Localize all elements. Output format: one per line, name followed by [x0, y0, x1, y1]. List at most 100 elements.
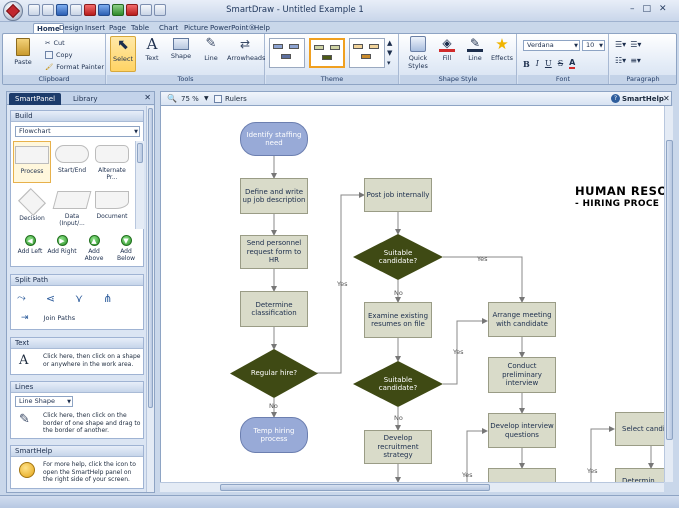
- tab-powerpoint[interactable]: PowerPoint®: [210, 24, 256, 32]
- smarthelp-button[interactable]: SmartHelp: [622, 95, 664, 103]
- maximize-button[interactable]: □: [642, 4, 652, 14]
- save-icon[interactable]: [56, 4, 68, 16]
- panel-scrollbar[interactable]: [146, 106, 154, 492]
- underline-button[interactable]: U: [544, 59, 552, 68]
- diagram-title[interactable]: HUMAN RESO: [575, 184, 664, 198]
- tab-page[interactable]: Page: [109, 24, 126, 32]
- text-tool-button[interactable]: A Text: [140, 36, 164, 62]
- tab-chart[interactable]: Chart: [159, 24, 179, 32]
- theme-gallery-scroll[interactable]: ▲▼▾: [387, 39, 393, 67]
- tab-insert[interactable]: Insert: [85, 24, 106, 32]
- shape-start-end[interactable]: Start/End: [53, 141, 91, 183]
- line-spacing-icon[interactable]: ≡▾: [630, 56, 641, 65]
- add-above-button[interactable]: ▲Add Above: [79, 235, 109, 262]
- node-develop-recruitment[interactable]: Develop recruitment strategy: [364, 430, 432, 464]
- tab-home[interactable]: Home: [33, 23, 64, 34]
- copy-button[interactable]: Copy: [45, 51, 73, 59]
- node-determine-classification[interactable]: Determine classification: [240, 291, 308, 327]
- node-send-request[interactable]: Send personnel request form to HR: [240, 235, 308, 269]
- node-suitable-1-shape[interactable]: [353, 234, 443, 280]
- align-icon[interactable]: ☰▾: [630, 40, 642, 49]
- open-folder-icon[interactable]: [42, 4, 54, 16]
- strikethrough-button[interactable]: S: [557, 59, 564, 68]
- text-tool-icon[interactable]: A: [19, 353, 29, 368]
- font-size-select[interactable]: 10▼: [582, 40, 605, 51]
- export-pdf-icon[interactable]: [84, 4, 96, 16]
- node-post-job[interactable]: Post job internally: [364, 178, 432, 212]
- shape-decision[interactable]: Decision: [13, 187, 51, 229]
- add-left-button[interactable]: ◀Add Left: [15, 235, 45, 255]
- redo-icon[interactable]: [154, 4, 166, 16]
- tab-picture[interactable]: Picture: [184, 24, 209, 32]
- join-paths-button[interactable]: ⇥Join Paths: [21, 313, 75, 323]
- rulers-toggle[interactable]: Rulers: [225, 95, 247, 103]
- bullets-icon[interactable]: ☰▾: [615, 40, 627, 49]
- node-conduct-interview[interactable]: Conduct preliminary interview: [488, 357, 556, 393]
- close-button[interactable]: ✕: [659, 4, 667, 14]
- node-develop-questions[interactable]: Develop interview questions: [488, 413, 556, 448]
- shapes-scrollbar[interactable]: [135, 141, 144, 229]
- new-file-icon[interactable]: [28, 4, 40, 16]
- workspace-close-icon[interactable]: ✕: [663, 94, 670, 103]
- tab-design[interactable]: Design: [59, 24, 84, 32]
- node-determine-2[interactable]: Determin: [615, 468, 664, 482]
- export-powerpoint-icon[interactable]: [126, 4, 138, 16]
- split-two-icon[interactable]: ⋖: [45, 291, 56, 305]
- canvas-horizontal-scrollbar[interactable]: [160, 482, 664, 492]
- tab-table[interactable]: Table: [131, 24, 150, 32]
- effects-button[interactable]: ★ Effects: [490, 36, 514, 62]
- bold-button[interactable]: B: [523, 58, 530, 69]
- shapes-scroll-thumb[interactable]: [137, 143, 143, 163]
- shape-data[interactable]: Data (Input/...: [52, 187, 92, 229]
- quick-styles-button[interactable]: Quick Styles: [404, 36, 432, 70]
- arrowheads-button[interactable]: ⇄ Arrowheads: [227, 36, 265, 62]
- minimize-button[interactable]: –: [630, 4, 635, 14]
- node-arrange-meeting[interactable]: Arrange meeting with candidate: [488, 302, 556, 337]
- tab-help[interactable]: Help: [254, 24, 270, 32]
- text-direction-icon[interactable]: ☷▾: [615, 56, 627, 65]
- select-tool-button[interactable]: ⬉ Select: [110, 36, 136, 72]
- add-below-button[interactable]: ▼Add Below: [111, 235, 141, 262]
- smarthelp-icon[interactable]: [19, 462, 35, 478]
- print-icon[interactable]: [70, 4, 82, 16]
- line-draw-icon[interactable]: ✎: [19, 412, 30, 427]
- canvas-vscroll-thumb[interactable]: [666, 140, 673, 440]
- line-style-button[interactable]: ✎ Line: [464, 36, 486, 62]
- node-regular-hire-shape[interactable]: [230, 349, 318, 398]
- chevron-down-icon[interactable]: ▼: [204, 95, 209, 102]
- library-select[interactable]: Flowchart▼: [15, 126, 140, 137]
- app-menu-button[interactable]: [3, 1, 23, 21]
- zoom-level[interactable]: 75 %: [181, 95, 199, 103]
- italic-button[interactable]: I: [535, 59, 539, 68]
- node-define-job[interactable]: Define and write up job description: [240, 178, 308, 214]
- node-suitable-2-shape[interactable]: [353, 361, 443, 407]
- export-word-icon[interactable]: [98, 4, 110, 16]
- node-select-candidate[interactable]: Select candid: [615, 412, 664, 446]
- export-excel-icon[interactable]: [112, 4, 124, 16]
- line-tool-button[interactable]: ✎ Line: [199, 36, 223, 62]
- node-examine-resumes[interactable]: Examine existing resumes on file: [364, 302, 432, 338]
- split-three-icon[interactable]: ⋔: [103, 291, 113, 305]
- node-next-step[interactable]: [488, 468, 556, 482]
- cut-button[interactable]: ✂Cut: [45, 39, 65, 47]
- tab-smartpanel[interactable]: SmartPanel: [9, 93, 62, 105]
- node-identify-staffing[interactable]: Identify staffing need: [240, 122, 308, 156]
- panel-scroll-thumb[interactable]: [148, 108, 153, 408]
- tab-library[interactable]: Library: [73, 95, 98, 103]
- line-shape-select[interactable]: Line Shape▼: [15, 396, 73, 407]
- theme-swatch-olive[interactable]: [309, 38, 345, 68]
- diagram-subtitle[interactable]: - HIRING PROCE: [575, 199, 660, 209]
- shape-tool-button[interactable]: Shape: [169, 36, 193, 60]
- panel-close-icon[interactable]: ✕: [144, 93, 151, 102]
- add-right-button[interactable]: ▶Add Right: [47, 235, 77, 255]
- split-left-icon[interactable]: ⤳: [17, 291, 26, 304]
- theme-swatch-blue[interactable]: [269, 38, 305, 68]
- shape-alternate-process[interactable]: Alternate Pr...: [93, 141, 131, 183]
- drawing-canvas[interactable]: HUMAN RESO - HIRING PROCE Identify staff…: [160, 106, 664, 482]
- node-temp-hiring[interactable]: Temp hiring process: [240, 417, 308, 453]
- format-painter-button[interactable]: 🖌Format Painter: [45, 63, 104, 71]
- shape-process[interactable]: Process: [13, 141, 51, 183]
- canvas-hscroll-thumb[interactable]: [220, 484, 490, 491]
- paste-button[interactable]: Paste: [11, 38, 35, 66]
- shape-document[interactable]: Document: [93, 187, 131, 229]
